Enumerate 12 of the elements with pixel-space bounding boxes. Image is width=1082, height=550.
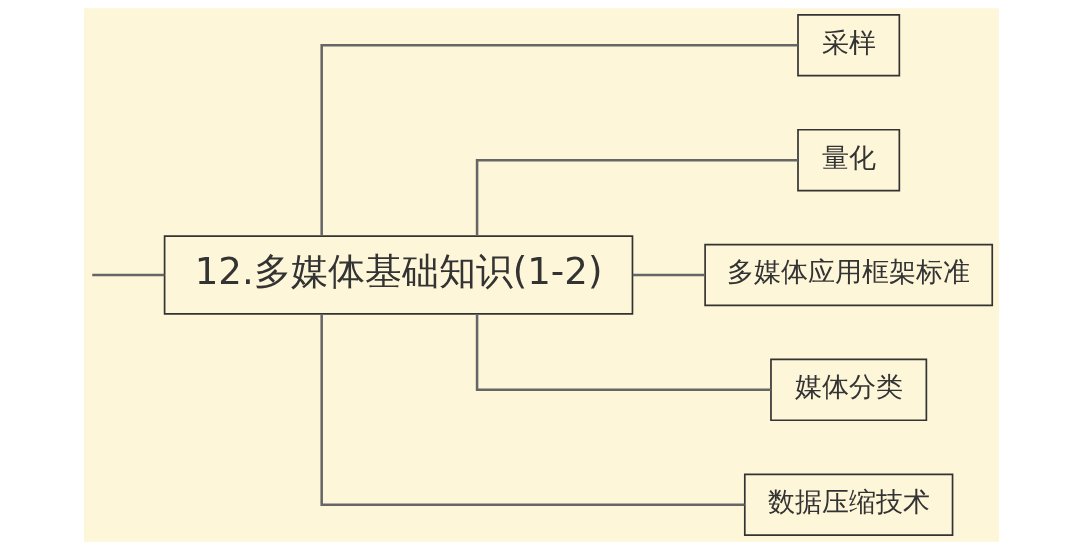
connector <box>475 158 798 237</box>
node-box: 12.多媒体基础知识(1-2) <box>163 235 633 315</box>
connector <box>632 273 705 277</box>
node-box: 媒体分类 <box>769 358 927 422</box>
connector <box>475 313 771 392</box>
connector <box>91 273 164 277</box>
node-box: 量化 <box>796 128 900 192</box>
connector <box>319 313 745 506</box>
node-box: 多媒体应用框架标准 <box>703 243 993 307</box>
node-box: 数据压缩技术 <box>743 473 953 536</box>
node-box: 采样 <box>796 14 900 77</box>
connector <box>319 44 798 237</box>
